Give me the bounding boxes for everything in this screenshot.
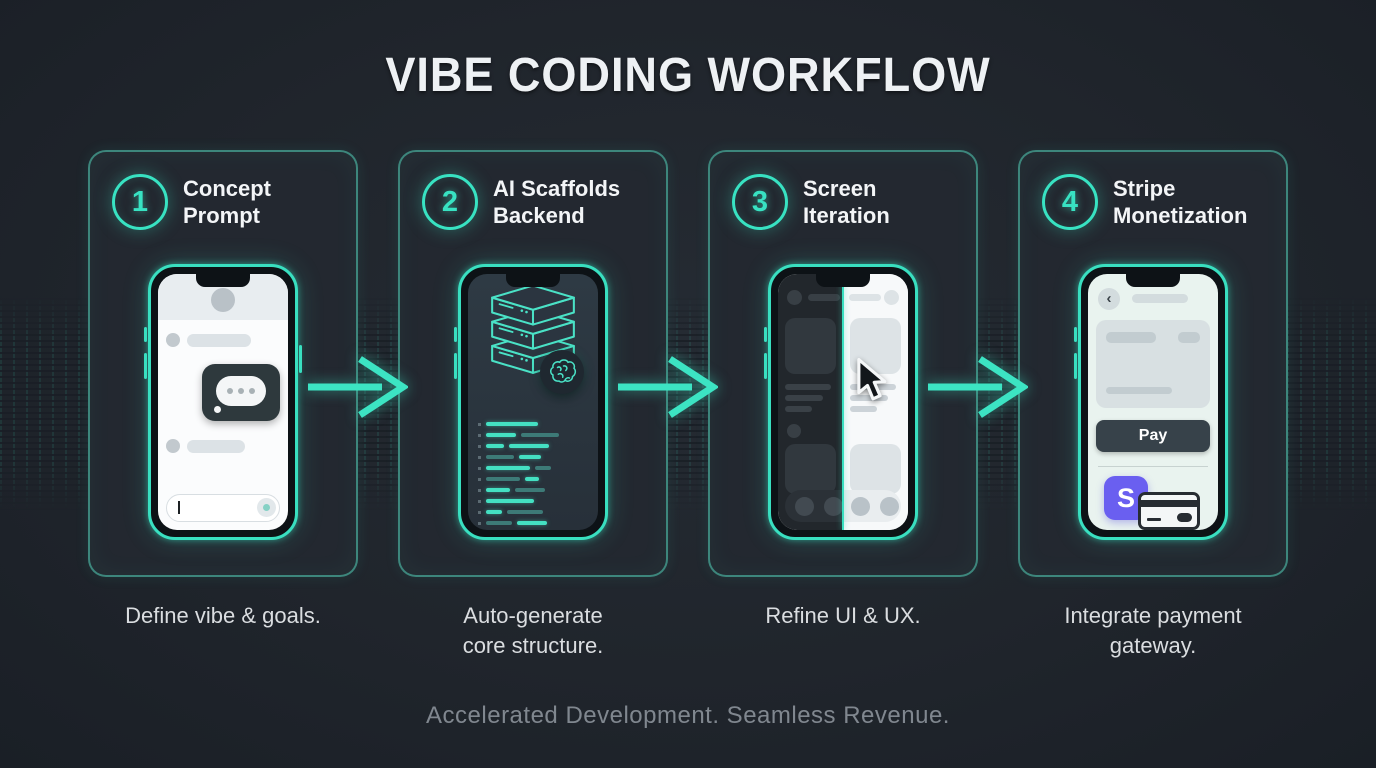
tab-bar-placeholder [785, 490, 843, 522]
step-header: 3 Screen Iteration [732, 174, 962, 230]
phone-side-button [299, 345, 302, 373]
send-button-icon [257, 498, 276, 517]
back-chevron-icon: ‹ [1098, 288, 1120, 310]
phone-mockup-chat [144, 264, 302, 540]
card-magstripe [1140, 500, 1198, 507]
step-card-concept-prompt: 1 Concept Prompt [88, 150, 358, 577]
phone-side-button [454, 327, 457, 342]
field-placeholder [1106, 387, 1172, 394]
ai-brain-icon [540, 350, 584, 394]
step-header: 1 Concept Prompt [112, 174, 342, 230]
phone-side-button [1074, 353, 1077, 379]
tab-bar-placeholder [843, 490, 901, 522]
split-theme-screen [778, 274, 908, 530]
avatar [787, 290, 802, 305]
step-caption: Refine UI & UX. [765, 603, 921, 628]
title-placeholder [808, 294, 840, 301]
phone-mockup-payment: ‹ Pay S [1074, 264, 1228, 540]
phone-side-button [144, 327, 147, 342]
chat-message-row [166, 438, 280, 454]
step-number-badge: 2 [422, 174, 478, 230]
chat-message-row [166, 332, 280, 348]
ai-reply-bubble [202, 364, 280, 421]
message-bubble [187, 334, 251, 347]
step-number-badge: 4 [1042, 174, 1098, 230]
card-number-dash [1147, 518, 1161, 521]
phone-side-button [1074, 327, 1077, 342]
step-number-badge: 1 [112, 174, 168, 230]
page-title: VIBE CODING WORKFLOW [385, 49, 991, 102]
step-title: Concept Prompt [183, 175, 271, 229]
avatar [787, 424, 801, 438]
thought-bubble-tail [214, 406, 221, 413]
text-placeholder [850, 395, 888, 401]
phone-side-button [764, 353, 767, 379]
code-lines [478, 422, 592, 525]
flow-arrow-1 [308, 356, 408, 418]
phone-notch [196, 274, 250, 287]
step-header: 2 AI Scaffolds Backend [422, 174, 652, 230]
avatar [166, 333, 180, 347]
field-placeholder [1178, 332, 1200, 343]
step-caption: Auto-generate core structure. [462, 603, 604, 658]
step-title: Stripe Monetization [1113, 175, 1248, 229]
phone-notch [1126, 274, 1180, 287]
step-caption: Integrate payment gateway. [1064, 603, 1242, 658]
prompt-input [166, 494, 280, 522]
step-header: 4 Stripe Monetization [1042, 174, 1272, 230]
step-title: AI Scaffolds Backend [493, 175, 621, 229]
phone-side-button [764, 327, 767, 342]
light-theme-half [843, 274, 908, 530]
avatar [166, 439, 180, 453]
flow-arrow-3 [928, 356, 1028, 418]
step-caption: Define vibe & goals. [125, 603, 321, 628]
text-caret [178, 501, 180, 514]
step-card-ai-scaffolds: 2 AI Scaffolds Backend [398, 150, 668, 577]
phone-side-button [454, 353, 457, 379]
footer-tagline: Accelerated Development. Seamless Revenu… [426, 702, 950, 729]
text-placeholder [785, 395, 823, 401]
payment-form-placeholder [1096, 320, 1210, 408]
flow-arrow-2 [618, 356, 718, 418]
mouse-cursor-icon [857, 358, 887, 401]
payment-screen: ‹ Pay S [1088, 274, 1218, 530]
message-bubble [187, 440, 245, 453]
text-placeholder [785, 406, 812, 412]
field-placeholder [1106, 332, 1156, 343]
phone-side-button [144, 353, 147, 379]
step-card-screen-iteration: 3 Screen Iteration [708, 150, 978, 577]
step-number-badge: 3 [732, 174, 788, 230]
text-placeholder [785, 384, 831, 390]
card-brand-oval [1177, 513, 1192, 522]
step-card-stripe-monetization: 4 Stripe Monetization ‹ Pay S [1018, 150, 1288, 577]
chat-screen [158, 274, 288, 530]
text-placeholder [850, 406, 877, 412]
theme-split-divider [842, 274, 844, 530]
divider [1098, 466, 1208, 467]
title-placeholder [1132, 294, 1188, 303]
dark-theme-half [778, 274, 843, 530]
phone-mockup-split-theme [764, 264, 918, 540]
phone-notch [506, 274, 560, 287]
title-placeholder [849, 294, 881, 301]
step-title: Screen Iteration [803, 175, 890, 229]
chat-header [158, 274, 288, 320]
pay-button: Pay [1096, 420, 1210, 452]
backend-screen [468, 274, 598, 530]
content-card-placeholder [785, 444, 836, 494]
credit-card-icon [1138, 492, 1200, 530]
content-card-placeholder [850, 444, 901, 494]
avatar [884, 290, 899, 305]
content-card-placeholder [785, 318, 836, 374]
avatar [211, 288, 235, 312]
phone-mockup-backend [454, 264, 608, 540]
thought-bubble-icon [216, 376, 266, 406]
phone-notch [816, 274, 870, 287]
